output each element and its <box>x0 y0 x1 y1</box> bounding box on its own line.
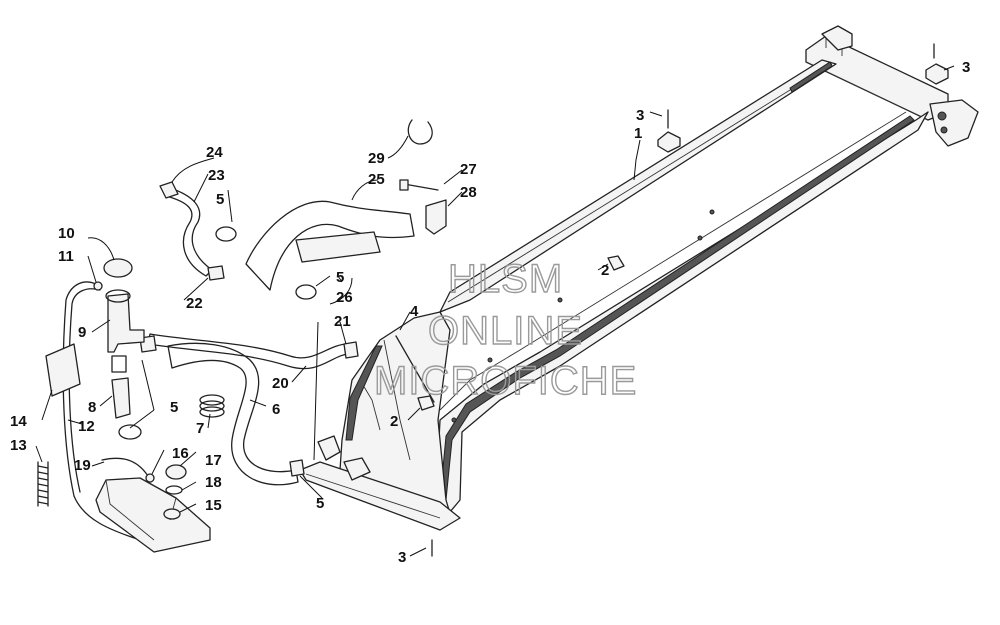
fitting-icon <box>145 473 155 483</box>
rear-bracket <box>929 99 979 147</box>
callout-25: 25 <box>368 171 385 188</box>
hose-elbow-icon <box>111 377 131 419</box>
frame-hardware <box>317 43 949 557</box>
callout-22: 22 <box>186 295 203 312</box>
coolant-reservoir <box>95 477 211 553</box>
hose-19 <box>101 457 149 477</box>
callout-12: 12 <box>78 418 95 435</box>
reservoir-cap-icon <box>163 508 181 520</box>
watermark-line-2: ONLINE <box>428 309 583 353</box>
nut-icon <box>657 131 681 153</box>
callout-21: 21 <box>334 313 351 330</box>
clamp-icon <box>295 284 317 300</box>
hose-sleeve-icon <box>295 231 381 263</box>
watermark-line-1: HLSM <box>448 257 563 301</box>
callout-18: 18 <box>205 474 222 491</box>
hose-spring-icon <box>37 461 49 507</box>
callout-15: 15 <box>205 497 222 514</box>
callout-26: 26 <box>336 289 353 306</box>
callout-5: 5 <box>216 191 224 208</box>
callout-5: 5 <box>316 495 324 512</box>
callout-3: 3 <box>962 59 970 76</box>
retaining-ring-icon <box>407 119 433 145</box>
clip-icon <box>417 395 435 411</box>
skid-plate <box>299 461 461 531</box>
warning-label-icon <box>45 343 81 397</box>
fitting-icon <box>343 457 371 481</box>
callout-28: 28 <box>460 184 477 201</box>
fitting-icon <box>93 281 103 291</box>
callout-27: 27 <box>460 161 477 178</box>
callout-20: 20 <box>272 375 289 392</box>
clamp-icon <box>118 424 142 440</box>
hose-20 <box>147 333 351 370</box>
frame-rail-assembly <box>299 25 979 531</box>
watermark-line-3: MICROFICHE <box>374 359 637 403</box>
clamp-icon <box>159 181 179 199</box>
callout-4: 4 <box>410 303 419 320</box>
radiator-cap-icon <box>103 258 133 278</box>
callout-24: 24 <box>206 144 223 161</box>
clamp-icon <box>215 226 237 242</box>
callout-6: 6 <box>272 401 280 418</box>
rail-serrated-strip <box>789 61 833 93</box>
clamp-icon <box>207 265 225 281</box>
callout-13: 13 <box>10 437 27 454</box>
spring-clamp-icon <box>199 394 225 418</box>
components <box>37 119 447 553</box>
reservoir-cap-icon <box>165 464 187 480</box>
callout-19: 19 <box>74 457 91 474</box>
callout-17: 17 <box>205 452 222 469</box>
hose-25 <box>245 200 415 291</box>
callout-7: 7 <box>196 420 204 437</box>
bracket-icon <box>425 199 447 235</box>
gasket-icon <box>165 485 183 495</box>
bolt-icon <box>403 183 439 191</box>
watermark: HLSM ONLINE MICROFICHE <box>373 256 637 403</box>
callout-10: 10 <box>58 225 75 242</box>
clip-icon <box>607 255 625 271</box>
screw-icon <box>395 335 435 403</box>
callout-8: 8 <box>88 399 96 416</box>
clamp-icon <box>343 341 359 359</box>
callout-14: 14 <box>10 413 27 430</box>
clamp-icon <box>289 459 305 477</box>
callout-29: 29 <box>368 150 385 167</box>
fitting-icon <box>317 435 341 461</box>
leader-lines <box>35 65 955 557</box>
callout-labels: 1 2 2 3 3 3 4 5 5 5 5 6 7 8 9 10 11 12 1… <box>10 59 970 566</box>
callout-16: 16 <box>172 445 189 462</box>
callout-5: 5 <box>336 269 344 286</box>
callout-11: 11 <box>58 248 74 265</box>
callout-3: 3 <box>636 107 644 124</box>
front-serrated-strip <box>345 345 383 441</box>
callout-2: 2 <box>601 262 609 279</box>
callout-1: 1 <box>634 125 642 142</box>
hose-6 <box>167 342 299 486</box>
hoses <box>62 187 415 541</box>
nut-icon <box>925 63 949 85</box>
hose-23 <box>165 187 213 277</box>
callout-23: 23 <box>208 167 225 184</box>
callout-3: 3 <box>398 549 406 566</box>
callout-2: 2 <box>390 413 398 430</box>
filler-neck-icon <box>107 293 145 353</box>
callout-9: 9 <box>78 324 86 341</box>
hose-12 <box>62 281 141 541</box>
callout-5: 5 <box>170 399 178 416</box>
